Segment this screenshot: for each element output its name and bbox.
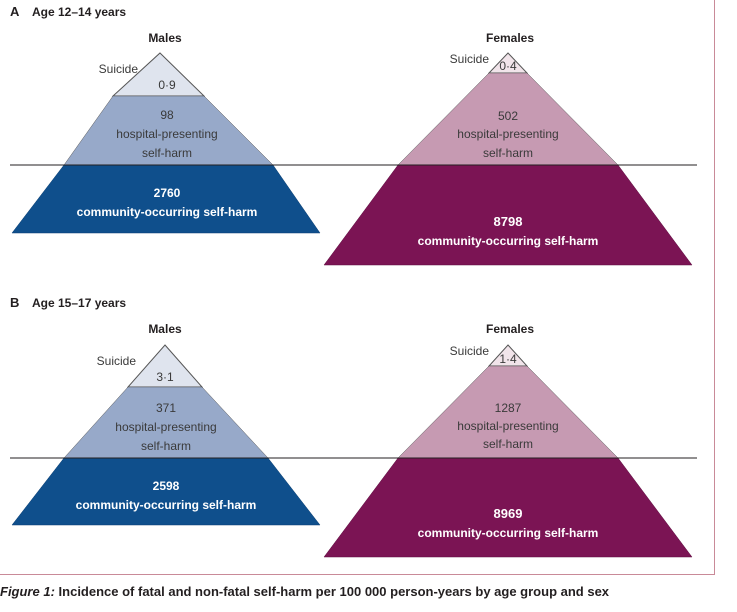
suicide-value-males-b: 3·1 (156, 370, 174, 384)
sex-label-females-b: Females (486, 322, 534, 336)
panel-a-title: Age 12–14 years (32, 5, 126, 19)
figure-frame (0, 0, 715, 575)
pyramid-females-a: Females Suicide 0·4 502 hospital-present… (323, 31, 693, 266)
suicide-value-females-a: 0·4 (499, 59, 517, 73)
figure-diagram: A Age 12–14 years Males Suicide 0·9 98 h… (10, 4, 697, 558)
pyramid-males-a: Males Suicide 0·9 98 hospital-presenting… (11, 31, 321, 234)
sex-label-males-b: Males (148, 322, 182, 336)
panel-b-letter: B (10, 295, 19, 310)
community-value-males-b: 2598 (153, 479, 180, 493)
community-label-females-a: community-occurring self-harm (418, 234, 599, 248)
panel-b-title: Age 15–17 years (32, 296, 126, 310)
community-label-females-b: community-occurring self-harm (418, 526, 599, 540)
panel-a: A Age 12–14 years Males Suicide 0·9 98 h… (10, 4, 697, 266)
sex-label-females-a: Females (486, 31, 534, 45)
community-value-females-a: 8798 (494, 214, 523, 229)
sex-label-males-a: Males (148, 31, 182, 45)
hospital-label-2-males-b: self-harm (141, 439, 191, 453)
figure-number: Figure 1: (0, 584, 55, 599)
hospital-value-males-b: 371 (156, 401, 176, 415)
panel-a-letter: A (10, 4, 20, 19)
hospital-label-2-females-a: self-harm (483, 146, 533, 160)
hospital-value-females-b: 1287 (495, 401, 522, 415)
hospital-value-males-a: 98 (160, 108, 174, 122)
suicide-label-females-b: Suicide (450, 344, 490, 358)
hospital-label-1-females-b: hospital-presenting (457, 419, 558, 433)
hospital-value-females-a: 502 (498, 109, 518, 123)
hospital-label-1-males-b: hospital-presenting (115, 420, 216, 434)
hospital-label-1-females-a: hospital-presenting (457, 127, 558, 141)
community-value-females-b: 8969 (494, 506, 523, 521)
suicide-value-males-a: 0·9 (158, 78, 176, 92)
pyramid-females-b: Females Suicide 1·4 1287 hospital-presen… (323, 322, 693, 558)
figure-caption: Figure 1: Incidence of fatal and non-fat… (0, 584, 737, 599)
hospital-label-2-females-b: self-harm (483, 437, 533, 451)
panel-b: B Age 15–17 years Males Suicide 3·1 371 … (10, 295, 697, 558)
suicide-value-females-b: 1·4 (499, 352, 517, 366)
hospital-label-2-males-a: self-harm (142, 146, 192, 160)
suicide-label-males-a: Suicide (99, 62, 139, 76)
suicide-label-males-b: Suicide (97, 354, 137, 368)
suicide-label-females-a: Suicide (450, 52, 490, 66)
hospital-label-1-males-a: hospital-presenting (116, 127, 217, 141)
pyramid-males-b: Males Suicide 3·1 371 hospital-presentin… (11, 322, 321, 526)
community-value-males-a: 2760 (154, 186, 181, 200)
figure-caption-text: Incidence of fatal and non-fatal self-ha… (58, 584, 610, 599)
community-label-males-a: community-occurring self-harm (77, 205, 258, 219)
community-label-males-b: community-occurring self-harm (76, 498, 257, 512)
